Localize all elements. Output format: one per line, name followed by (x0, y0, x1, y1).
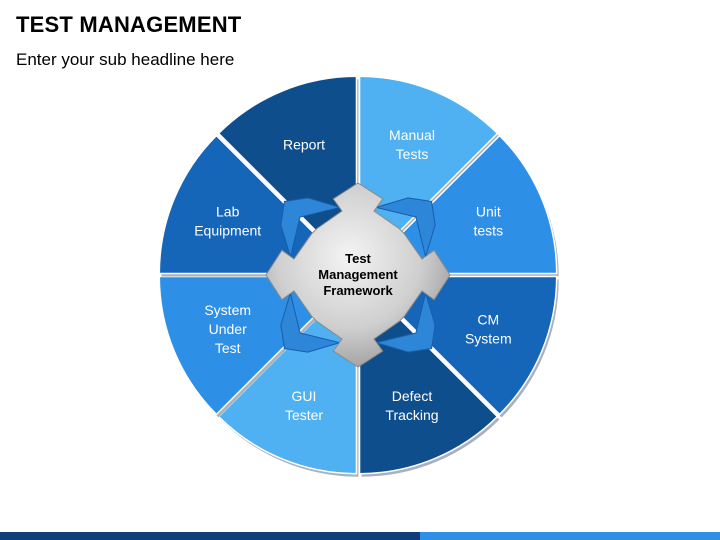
footer-bar (0, 532, 720, 540)
segment-2 (390, 275, 558, 416)
segment-label: Lab (216, 204, 240, 220)
segments-layer (158, 75, 559, 477)
segment-6 (158, 134, 326, 275)
gear-layer (265, 182, 451, 368)
segment-label: Under (209, 321, 247, 337)
segment-label: Manual (389, 127, 435, 143)
segment-label: Tracking (385, 407, 438, 423)
segment-7 (217, 75, 358, 243)
segment-label: Equipment (194, 223, 261, 239)
page-subtitle: Enter your sub headline here (16, 50, 235, 69)
circular-arrow-icon (280, 197, 342, 259)
segment-label: Tester (285, 407, 323, 423)
circular-arrow-icon (374, 291, 436, 353)
arrows-layer (280, 197, 436, 353)
circular-arrow-icon (374, 197, 436, 259)
segment-label: System (204, 302, 251, 318)
segment-label: System (465, 331, 512, 347)
page-title: TEST MANAGEMENT (16, 12, 242, 37)
footer-bar-dark (0, 532, 420, 540)
segment-label: Tests (396, 146, 429, 162)
segment-3 (358, 307, 499, 475)
segment-5 (158, 275, 326, 416)
segment-label: GUI (292, 388, 317, 404)
segment-label: CM (477, 312, 499, 328)
center-label: Management (318, 267, 398, 282)
segment-1 (390, 134, 558, 275)
segment-0 (358, 75, 499, 243)
gear-icon (265, 182, 451, 368)
segment-4 (217, 307, 358, 475)
circular-arrow-icon (280, 291, 342, 353)
center-label: Framework (323, 283, 393, 298)
segment-label: Test (215, 340, 241, 356)
center-label: Test (345, 251, 371, 266)
segment-label: tests (474, 223, 504, 239)
segment-label: Unit (476, 204, 501, 220)
segment-label: Report (283, 137, 325, 153)
segment-label: Defect (392, 388, 433, 404)
footer-bar-light (420, 532, 720, 540)
